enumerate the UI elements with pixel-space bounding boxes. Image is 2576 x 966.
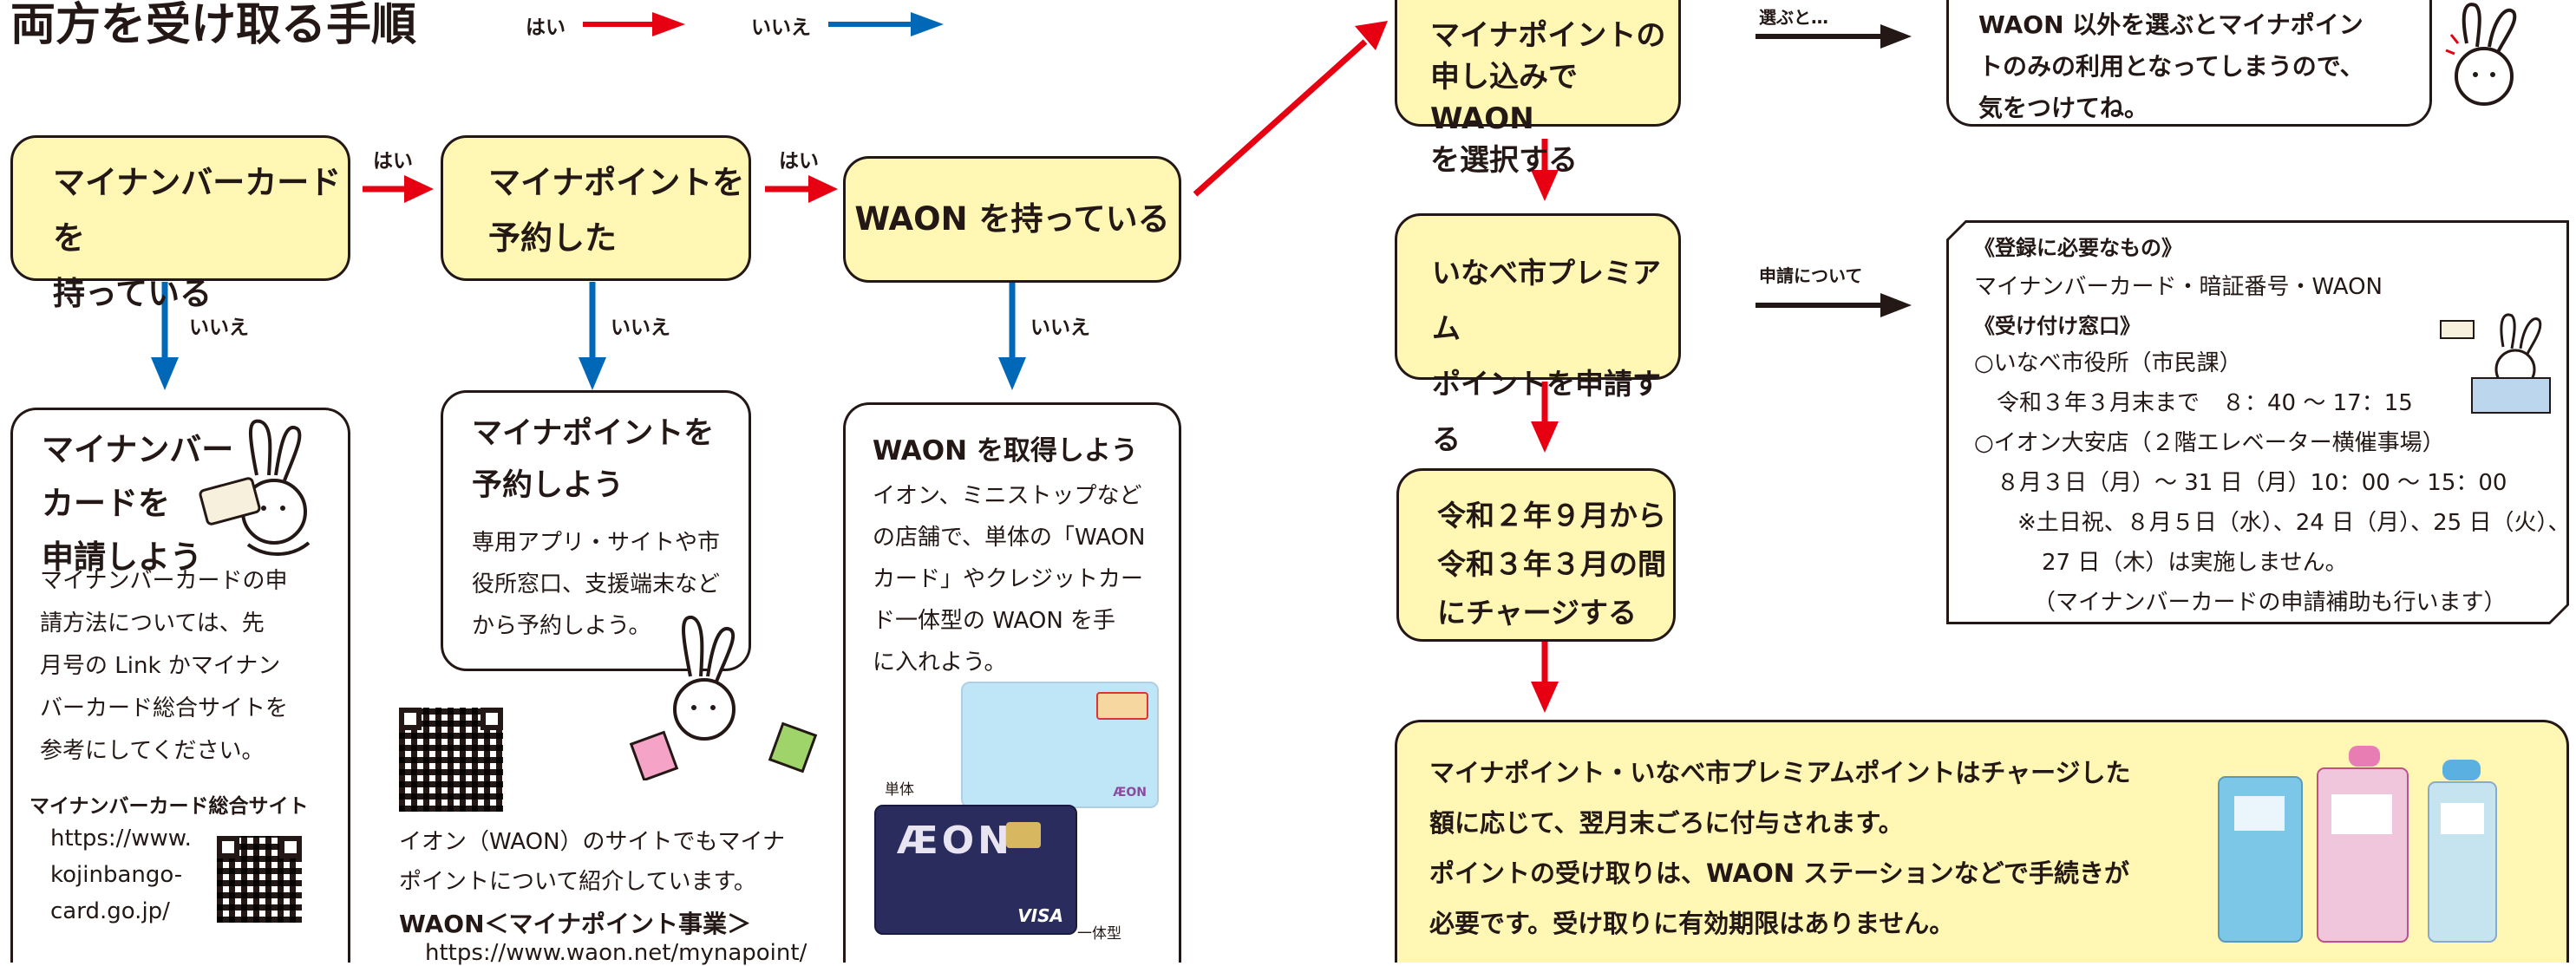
select-label: 選ぶと…: [1759, 7, 1828, 28]
panel-reserve-mynapoint-body: 専用アプリ・サイトや市 役所窓口、支援端末など から予約しよう。: [472, 530, 721, 639]
info-aeon-hours: ８月３日（月）～ 31 日（月）10：00 ～ 15：00: [1997, 470, 2507, 496]
info-city-hall: ○いなべ市役所（市民課）: [1974, 350, 2242, 376]
step-charge-period-text: 令和２年９月から 令和３年３月の間 にチャージする: [1437, 499, 1666, 630]
step-mynumber-card: マイナンバーカードを 持っている: [10, 135, 350, 312]
waon-card-combined: ÆON VISA: [874, 805, 1077, 935]
down-arrow-2: [1531, 382, 1559, 453]
waon-card-combined-label: 一体型: [1077, 925, 1121, 943]
yes-arrow-2: [765, 175, 838, 203]
waon-site-name: WAON＜マイナポイント事業＞: [399, 910, 751, 938]
legend-yes-arrow: [583, 12, 685, 36]
panel-get-waon-title: WAON を取得しよう: [873, 435, 1138, 467]
info-aeon-store: ○イオン大安店（２階エレベーター横催事場）: [1974, 430, 2445, 456]
legend-no-label: いいえ: [751, 16, 811, 39]
no-arrow-2: [579, 282, 606, 390]
panel-apply-mynumber-body: マイナンバーカードの申 請方法については、先 月号の Link かマイナン バー…: [40, 568, 289, 764]
waon-station-machines-image: [2218, 746, 2497, 943]
waon-site-url[interactable]: https://www.waon.net/mynapoint/: [425, 940, 807, 966]
no-label-3: いいえ: [1030, 317, 1090, 339]
legend-no-arrow: [828, 12, 944, 36]
info-required-items: マイナンバーカード・暗証番号・WAON: [1974, 274, 2383, 300]
warning-text: WAON 以外を選ぶとマイナポイン トのみの利用となってしまうので、 気をつけて…: [1978, 10, 2364, 122]
info-box: [1949, 223, 2566, 622]
yes-arrow-1: [363, 175, 434, 203]
yes-label-1: はい: [373, 150, 413, 173]
step-has-waon: WAON を持っている: [843, 156, 1181, 283]
legend-yes-label: はい: [526, 16, 566, 39]
down-arrow-3: [1531, 642, 1559, 713]
step-select-waon: マイナポイントの 申し込みで WAON を選択する: [1395, 0, 1681, 178]
rabbit-with-card-icon: [199, 419, 311, 556]
rabbit-at-desk-icon: [2440, 313, 2551, 414]
black-arrow-select: [1755, 24, 1912, 49]
step-mynapoint-reserved: マイナポイントを 予約した: [441, 135, 751, 281]
info-city-hall-hours: 令和３年３月末まで ８：40 ～ 17：15: [1997, 390, 2413, 416]
panel-apply-mynumber-title: マイナンバー カードを 申請しよう: [42, 431, 234, 576]
step-has-waon-text: WAON を持っている: [854, 200, 1170, 238]
warning-bubble: WAON 以外を選ぶとマイナポイン トのみの利用となってしまうので、 気をつけて…: [1946, 0, 2432, 127]
rabbit-worried-icon: [2445, 3, 2517, 106]
step-apply-premium: いなべ市プレミアム ポイントを申請する: [1395, 213, 1681, 456]
mynumber-site-url[interactable]: https://www. kojinbango- card.go.jp/: [50, 826, 192, 924]
black-arrow-apply: [1755, 293, 1912, 317]
down-arrow-1: [1531, 139, 1559, 201]
final-notice-text: マイナポイント・いなべ市プレミアムポイントはチャージした 額に応じて、翌月末ごろ…: [1429, 758, 2131, 938]
yes-label-2: はい: [779, 150, 819, 173]
waon-card-single-label: 単体: [885, 781, 914, 799]
page-title: 両方を受け取る手順: [10, 0, 417, 51]
no-arrow-3: [998, 282, 1026, 390]
mynumber-qr-code[interactable]: [217, 836, 302, 923]
info-closed-days: ※土日祝、８月５日（水）、24 日（月）、25 日（火）、: [2017, 510, 2571, 536]
mynumber-site-name: マイナンバーカード総合サイト: [29, 795, 309, 818]
step-mynumber-card-text: マイナンバーカードを 持っている: [53, 164, 342, 312]
waon-site-note: イオン（WAON）のサイトでもマイナ ポイントについて紹介しています。: [399, 829, 786, 895]
waon-card-single: ÆON: [961, 682, 1159, 808]
no-arrow-1: [151, 282, 179, 390]
step-charge-period: 令和２年９月から 令和３年３月の間 にチャージする: [1396, 468, 1676, 642]
info-heading-window: 《受け付け窓口》: [1974, 314, 2141, 338]
rabbit-with-bags-icon: [629, 615, 818, 780]
apply-label: 申請について: [1759, 265, 1863, 286]
info-support-note: （マイナンバーカードの申請補助も行います）: [2033, 590, 2507, 616]
step-select-waon-text: マイナポイントの 申し込みで WAON を選択する: [1430, 18, 1666, 178]
panel-reserve-mynapoint-title: マイナポイントを 予約しよう: [472, 416, 715, 503]
step-apply-premium-text: いなべ市プレミアム ポイントを申請する: [1432, 256, 1661, 456]
waon-qr-code[interactable]: [399, 708, 503, 812]
no-label-2: いいえ: [611, 317, 670, 339]
panel-get-waon-body: イオン、ミニストップなど の店舗で、単体の「WAON カード」やクレジットカー …: [873, 483, 1146, 676]
yes-arrow-diagonal: [1193, 21, 1388, 197]
info-heading-required: 《登録に必要なもの》: [1974, 236, 2182, 260]
info-closed-days-2: 27 日（木）は実施しません。: [2042, 550, 2348, 576]
step-mynapoint-reserved-text: マイナポイントを 予約した: [488, 164, 745, 257]
no-label-1: いいえ: [189, 317, 249, 339]
